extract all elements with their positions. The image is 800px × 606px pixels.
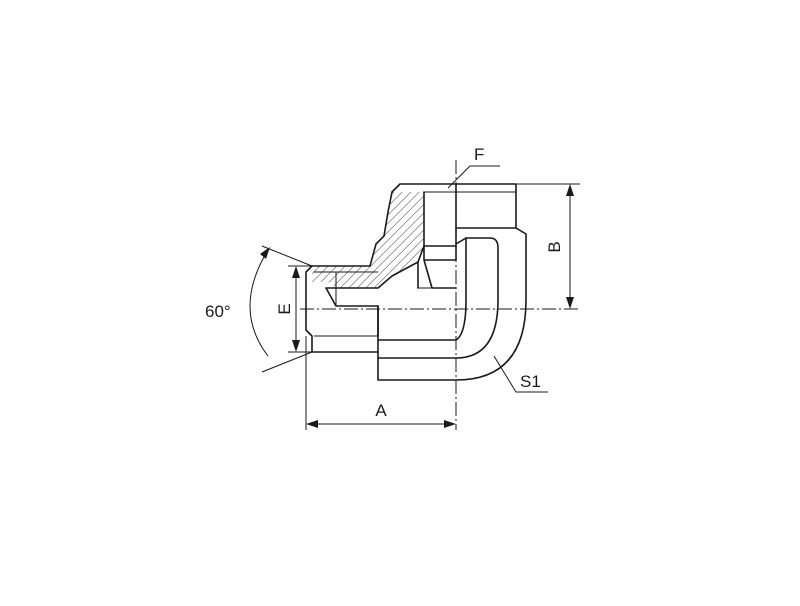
elbow-outer-outline bbox=[377, 227, 527, 381]
dim-a-arrow-left bbox=[306, 420, 318, 428]
f-leader bbox=[447, 165, 500, 189]
f-label: F bbox=[474, 145, 484, 164]
angle-leader-bottom bbox=[261, 351, 313, 373]
dim-b-label: B bbox=[545, 241, 564, 252]
dim-b-arrow-top bbox=[566, 184, 574, 196]
angle-arc bbox=[249, 249, 269, 357]
dim-e-label: E bbox=[275, 303, 294, 314]
angle-leader-top bbox=[261, 245, 313, 267]
dim-a-arrow-right bbox=[444, 420, 456, 428]
angle-arrow-top bbox=[260, 247, 270, 259]
body-section-outline bbox=[311, 183, 517, 267]
dim-a-label: A bbox=[375, 401, 387, 420]
dim-b-arrow-bottom bbox=[566, 297, 574, 309]
dim-e-arrow-top bbox=[292, 266, 300, 278]
angle-label: 60° bbox=[205, 302, 231, 321]
bore-outline bbox=[377, 245, 457, 337]
dim-e-arrow-bottom bbox=[292, 340, 300, 352]
s1-leader bbox=[493, 355, 548, 393]
s1-label: S1 bbox=[520, 372, 541, 391]
section-hatch bbox=[312, 192, 424, 288]
